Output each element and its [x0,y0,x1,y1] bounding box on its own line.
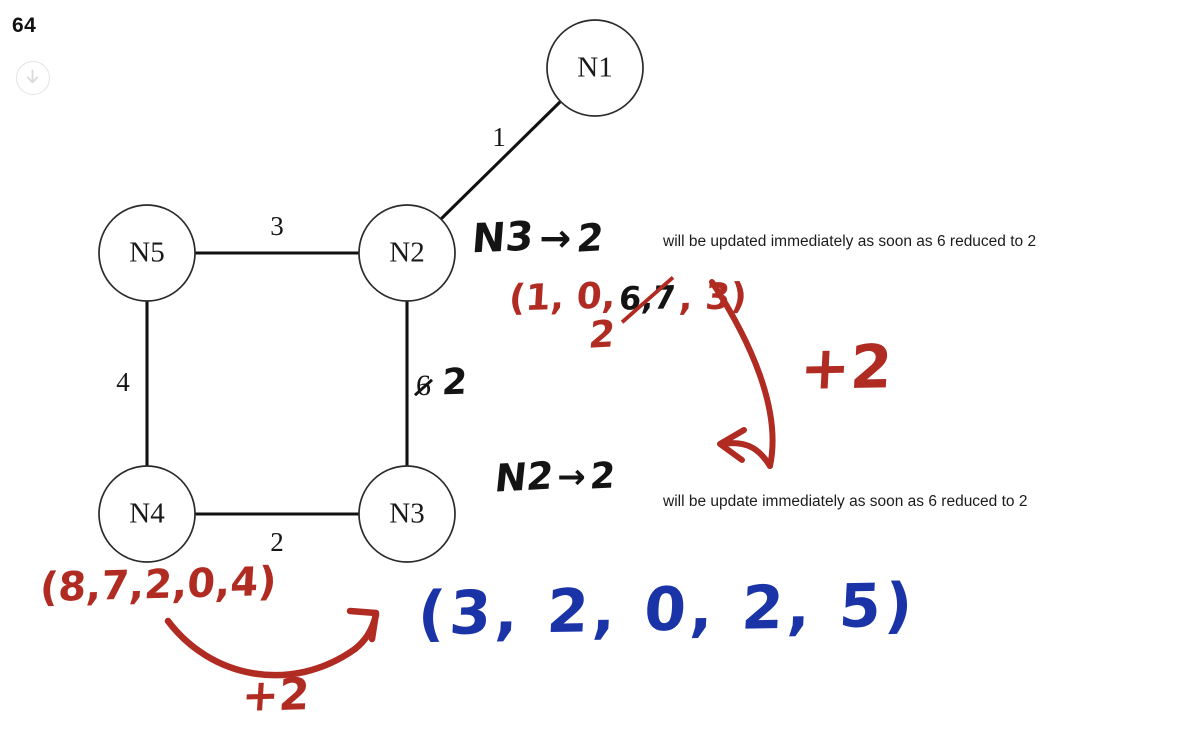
annotation-node3-update: N3 → 2 [470,213,606,263]
graph-node-label-n5: N5 [129,237,164,269]
graph-node-label-n2: N2 [389,237,424,269]
annotation-node2-update: N2 → 2 [492,453,617,501]
annotation-node2-value: 2 [588,455,617,498]
graph-node-n1[interactable] [546,19,644,117]
red-plus-two-bottom: +2 [240,669,312,722]
graph-node-n2[interactable] [358,204,456,302]
edge-weight-n4-n3: 2 [270,527,284,557]
red-curved-arrow-bottom [164,607,380,679]
page-number: 64 [12,14,37,37]
graph-node-label-n3: N3 [389,498,424,530]
graph-node-n5[interactable] [98,204,196,302]
annotation-node3-value: 2 [574,215,606,261]
annotation-node2-arrow-icon: → [557,457,586,497]
download-arrow-glyph [26,69,39,84]
edge-weight-n2-n3-old: 6 [416,369,431,402]
annotation-node2-label: N2 [492,453,556,501]
edge-n2-n1 [439,99,563,221]
red-plus-two-top: +2 [798,332,894,404]
edge-weight-n2-n3-group: 6 2 [416,361,469,404]
graph-node-n3[interactable] [358,465,456,563]
edge-weight-n5-n2: 3 [270,211,284,241]
red-vector-correction: 2 [586,312,618,357]
network-graph: N1 N2 N5 N4 N3 1 3 4 2 [98,19,644,563]
red-vector-old-value: 6,7 [618,278,678,318]
annotation-node3-label: N3 [470,213,536,263]
download-circle-icon[interactable] [16,61,50,95]
red-curved-arrow-top [709,279,776,469]
graph-node-label-n4: N4 [129,498,165,530]
graph-node-n4[interactable] [98,465,196,563]
edge-weight-n2-n3-corrected: 2 [440,361,469,404]
edge-weight-n2-n1: 1 [492,122,506,152]
edge-weight-n5-n4: 4 [116,367,130,397]
blue-vector-bottom: (3, 2, 0, 2, 5) [416,570,919,650]
graph-node-label-n1: N1 [577,52,612,84]
caption-node3-update: will be updated immediately as soon as 6… [663,233,1037,250]
red-vector-open: (1, 0, [507,275,617,320]
caption-node2-update: will be update immediately as soon as 6 … [663,493,1028,510]
annotation-node3-arrow-icon: → [539,216,572,260]
